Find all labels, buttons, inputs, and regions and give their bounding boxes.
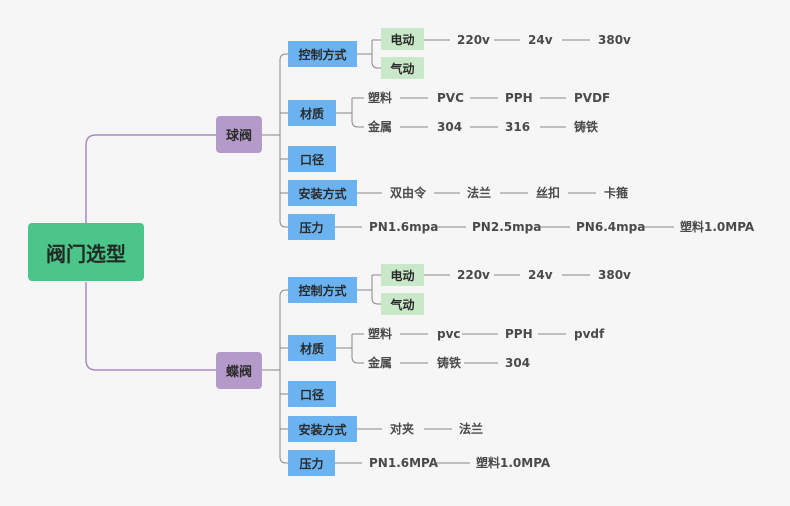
- b2-category-install[interactable]: 安装方式: [288, 416, 357, 442]
- root-node[interactable]: 阀门选型: [28, 223, 144, 281]
- b1-metal-value: 316: [505, 120, 531, 134]
- b2-plastic-value: PPH: [505, 327, 533, 341]
- b2-option-electric[interactable]: 电动: [381, 264, 424, 286]
- branch-butterfly-valve[interactable]: 蝶阀: [216, 352, 262, 389]
- b2-pressure-value: PN1.6MPA: [369, 456, 439, 470]
- b2-plastic-value: pvc: [437, 327, 461, 341]
- b1-metal-value: 304: [437, 120, 463, 134]
- b1-option-metal: 金属: [368, 120, 393, 134]
- b1-metal-value: 铸铁: [574, 120, 599, 134]
- b1-electric-value: 380v: [598, 33, 631, 47]
- b1-pressure-value: PN1.6mpa: [369, 220, 439, 234]
- b1-install-value: 法兰: [467, 186, 492, 200]
- b2-electric-value: 24v: [528, 268, 553, 282]
- branch-ball-valve[interactable]: 球阀: [216, 116, 262, 153]
- b1-category-material[interactable]: 材质: [288, 100, 336, 126]
- b1-pressure-value: PN6.4mpa: [576, 220, 646, 234]
- b1-option-plastic: 塑料: [368, 91, 393, 105]
- b1-plastic-value: PVDF: [574, 91, 611, 105]
- b1-install-value: 卡箍: [604, 186, 629, 200]
- b1-option-pneumatic[interactable]: 气动: [381, 57, 424, 79]
- b1-plastic-value: PVC: [437, 91, 464, 105]
- b2-electric-value: 220v: [457, 268, 490, 282]
- b2-category-caliber[interactable]: 口径: [288, 381, 336, 407]
- b1-option-electric[interactable]: 电动: [381, 28, 424, 50]
- b1-category-caliber[interactable]: 口径: [288, 146, 336, 172]
- b1-electric-value: 220v: [457, 33, 490, 47]
- b2-metal-value: 304: [505, 356, 531, 370]
- b1-category-install[interactable]: 安装方式: [288, 180, 357, 206]
- b1-pressure-value: 塑料1.0MPA: [680, 220, 755, 234]
- b2-category-control[interactable]: 控制方式: [288, 277, 357, 303]
- b2-pressure-value: 塑料1.0MPA: [476, 456, 551, 470]
- b2-install-value: 对夹: [390, 422, 415, 436]
- b1-plastic-value: PPH: [505, 91, 533, 105]
- b2-option-pneumatic[interactable]: 气动: [381, 293, 424, 315]
- b2-plastic-value: pvdf: [574, 327, 605, 341]
- b1-category-pressure[interactable]: 压力: [288, 214, 335, 240]
- b1-electric-value: 24v: [528, 33, 553, 47]
- b2-category-material[interactable]: 材质: [288, 335, 336, 361]
- b2-install-value: 法兰: [459, 422, 484, 436]
- b2-category-pressure[interactable]: 压力: [288, 450, 335, 476]
- b1-pressure-value: PN2.5mpa: [472, 220, 542, 234]
- b2-option-metal: 金属: [368, 356, 393, 370]
- b1-install-value: 双由令: [390, 186, 427, 200]
- b1-install-value: 丝扣: [536, 186, 561, 200]
- b2-electric-value: 380v: [598, 268, 631, 282]
- b2-metal-value: 铸铁: [437, 356, 462, 370]
- b2-option-plastic: 塑料: [368, 327, 393, 341]
- b1-category-control[interactable]: 控制方式: [288, 41, 357, 67]
